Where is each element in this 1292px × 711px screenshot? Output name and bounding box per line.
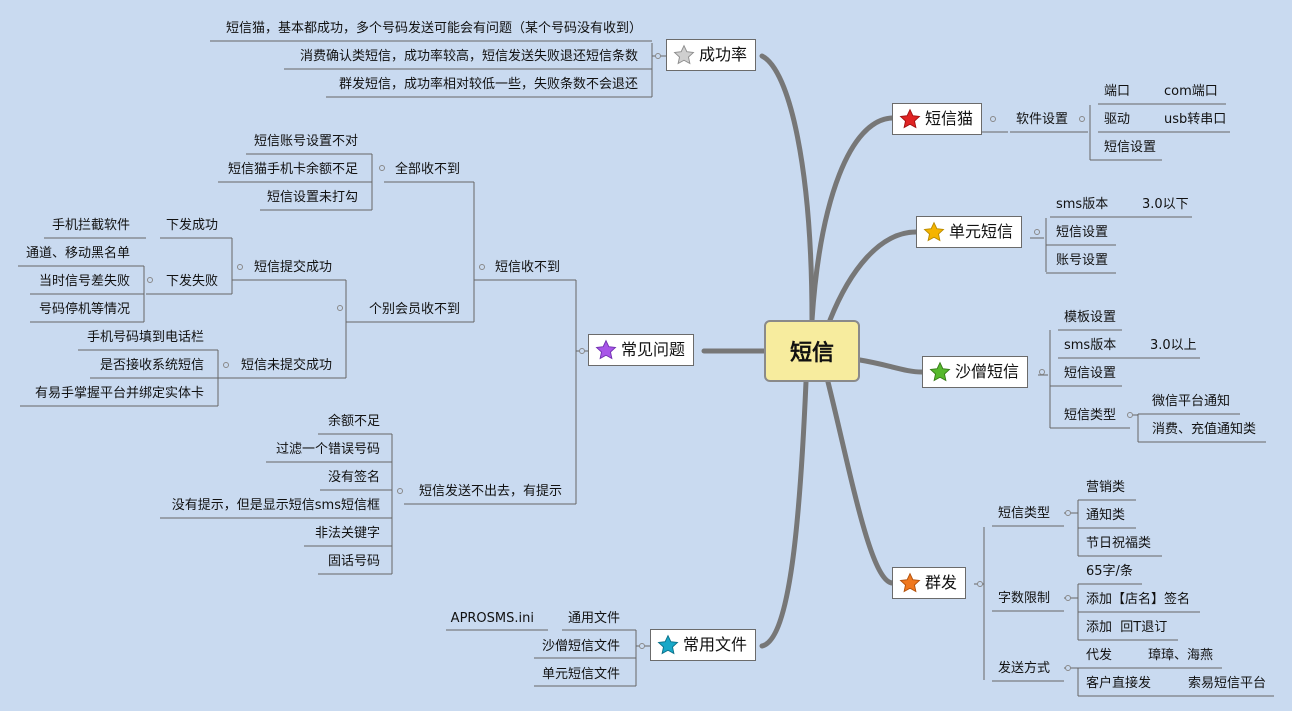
group-limit-item[interactable]: 添加 回T退订 bbox=[1086, 620, 1168, 635]
shazeng-type-consume[interactable]: 消费、充值通知类 bbox=[1152, 422, 1257, 437]
group-type-item[interactable]: 营销类 bbox=[1086, 480, 1126, 495]
root-topic-label: 短信 bbox=[789, 341, 834, 366]
faq-send-fail-reason[interactable]: 余额不足 bbox=[327, 414, 380, 429]
unit-sms-settings[interactable]: 短信设置 bbox=[1056, 225, 1109, 240]
faq-all-reason[interactable]: 短信猫手机卡余额不足 bbox=[227, 162, 358, 177]
topic-sms-cat[interactable]: 短信猫 bbox=[892, 103, 983, 135]
branch-line-group-send bbox=[825, 379, 895, 586]
topic-label: 短信猫 bbox=[925, 109, 974, 128]
faq-submit-ok[interactable]: 短信提交成功 bbox=[253, 260, 332, 275]
unit-sms-version-value[interactable]: 3.0以下 bbox=[1142, 197, 1189, 212]
topic-unit-sms[interactable]: 单元短信 bbox=[916, 216, 1023, 248]
faq-not-received[interactable]: 短信收不到 bbox=[494, 260, 560, 275]
cyan-star-icon bbox=[657, 634, 679, 655]
faq-fail-reason[interactable]: 通道、移动黑名单 bbox=[25, 246, 130, 261]
faq-submit-fail-reason[interactable]: 有易手掌握平台并绑定实体卡 bbox=[34, 386, 204, 401]
topic-success-rate[interactable]: 成功率 bbox=[666, 39, 757, 71]
branch-line-sms-cat bbox=[809, 115, 895, 323]
faq-submit-fail-reason[interactable]: 手机号码填到电话栏 bbox=[86, 330, 204, 345]
faq-send-fail-reason[interactable]: 没有提示，但是显示短信sms短信框 bbox=[171, 498, 380, 513]
sms-cat-driver[interactable]: 驱动 bbox=[1104, 112, 1131, 127]
shazeng-version-value[interactable]: 3.0以上 bbox=[1150, 338, 1197, 353]
faq-all-not-received[interactable]: 全部收不到 bbox=[394, 162, 460, 177]
topic-label: 常见问题 bbox=[621, 340, 686, 359]
sms-cat-port-value[interactable]: com端口 bbox=[1164, 84, 1218, 99]
shazeng-template[interactable]: 模板设置 bbox=[1064, 310, 1117, 325]
faq-all-reason[interactable]: 短信账号设置不对 bbox=[253, 134, 358, 149]
group-limit-item[interactable]: 65字/条 bbox=[1086, 564, 1133, 579]
topic-label: 群发 bbox=[925, 573, 958, 592]
group-type-item[interactable]: 通知类 bbox=[1086, 508, 1126, 523]
shazeng-version[interactable]: sms版本 bbox=[1064, 338, 1117, 353]
root-topic[interactable]: 短信 bbox=[764, 320, 860, 382]
branch-line-success-rate bbox=[759, 53, 815, 323]
topic-label: 成功率 bbox=[699, 45, 748, 64]
purple-star-icon bbox=[595, 339, 617, 360]
group-char-limit[interactable]: 字数限制 bbox=[998, 591, 1051, 606]
sms-cat-software[interactable]: 软件设置 bbox=[1016, 112, 1069, 127]
red-star-icon bbox=[899, 108, 921, 129]
yellow-star-icon bbox=[923, 221, 945, 242]
faq-send-fail-reason[interactable]: 过滤一个错误号码 bbox=[275, 442, 380, 457]
sms-cat-port[interactable]: 端口 bbox=[1104, 84, 1131, 99]
faq-some-not-received[interactable]: 个别会员收不到 bbox=[368, 302, 460, 317]
faq-submit-fail[interactable]: 短信未提交成功 bbox=[240, 358, 332, 373]
topic-common-files[interactable]: 常用文件 bbox=[650, 629, 757, 661]
faq-send-fail-reason[interactable]: 固话号码 bbox=[327, 554, 380, 569]
faq-deliver-fail[interactable]: 下发失败 bbox=[165, 274, 218, 289]
faq-send-fail-reason[interactable]: 没有签名 bbox=[327, 470, 380, 485]
files-general-value[interactable]: APROSMS.ini bbox=[450, 611, 534, 626]
faq-fail-reason[interactable]: 号码停机等情况 bbox=[38, 302, 130, 317]
faq-intercept[interactable]: 手机拦截软件 bbox=[51, 218, 130, 233]
faq-send-fail-reason[interactable]: 非法关键字 bbox=[314, 526, 380, 541]
sms-cat-driver-value[interactable]: usb转串口 bbox=[1164, 112, 1227, 127]
faq-send-fail[interactable]: 短信发送不出去，有提示 bbox=[418, 484, 562, 499]
green-star-icon bbox=[929, 361, 951, 382]
topic-shazeng-sms[interactable]: 沙僧短信 bbox=[922, 356, 1029, 388]
branch-line-common-files bbox=[759, 379, 809, 649]
branch-line-unit-sms bbox=[827, 229, 919, 323]
group-type-item[interactable]: 节日祝福类 bbox=[1086, 536, 1152, 551]
success-rate-item[interactable]: 消费确认类短信，成功率较高，短信发送失败退还短信条数 bbox=[299, 49, 638, 64]
group-send-method[interactable]: 发送方式 bbox=[998, 661, 1051, 676]
faq-submit-fail-reason[interactable]: 是否接收系统短信 bbox=[99, 358, 204, 373]
group-agent[interactable]: 代发 bbox=[1086, 648, 1113, 663]
topic-group-send[interactable]: 群发 bbox=[892, 567, 967, 599]
topic-label: 沙僧短信 bbox=[955, 362, 1020, 381]
files-general[interactable]: 通用文件 bbox=[567, 611, 620, 626]
topic-faq[interactable]: 常见问题 bbox=[588, 334, 695, 366]
unit-sms-account-settings[interactable]: 账号设置 bbox=[1056, 253, 1109, 268]
files-shazeng[interactable]: 沙僧短信文件 bbox=[541, 639, 620, 654]
faq-delivered[interactable]: 下发成功 bbox=[165, 218, 218, 233]
shazeng-sms-type[interactable]: 短信类型 bbox=[1064, 408, 1117, 423]
grey-star-icon bbox=[673, 44, 695, 65]
faq-fail-reason[interactable]: 当时信号差失败 bbox=[38, 274, 130, 289]
unit-sms-version[interactable]: sms版本 bbox=[1056, 197, 1109, 212]
group-direct[interactable]: 客户直接发 bbox=[1086, 676, 1152, 691]
branch-line-shazeng-sms bbox=[857, 357, 925, 375]
topic-label: 常用文件 bbox=[683, 635, 748, 654]
shazeng-type-wechat[interactable]: 微信平台通知 bbox=[1152, 394, 1231, 409]
group-limit-item[interactable]: 添加【店名】签名 bbox=[1086, 592, 1191, 607]
group-agent-value[interactable]: 璋璋、海燕 bbox=[1148, 648, 1214, 663]
shazeng-sms-settings[interactable]: 短信设置 bbox=[1064, 366, 1117, 381]
group-sms-type[interactable]: 短信类型 bbox=[998, 506, 1051, 521]
orange-star-icon bbox=[899, 572, 921, 593]
success-rate-item[interactable]: 短信猫，基本都成功，多个号码发送可能会有问题（某个号码没有收到） bbox=[225, 21, 642, 36]
group-direct-value[interactable]: 索易短信平台 bbox=[1188, 676, 1267, 691]
success-rate-item[interactable]: 群发短信，成功率相对较低一些，失败条数不会退还 bbox=[338, 77, 638, 92]
files-unit[interactable]: 单元短信文件 bbox=[541, 667, 620, 682]
topic-label: 单元短信 bbox=[949, 222, 1014, 241]
faq-all-reason[interactable]: 短信设置未打勾 bbox=[266, 190, 358, 205]
sms-cat-sms-settings[interactable]: 短信设置 bbox=[1104, 140, 1157, 155]
